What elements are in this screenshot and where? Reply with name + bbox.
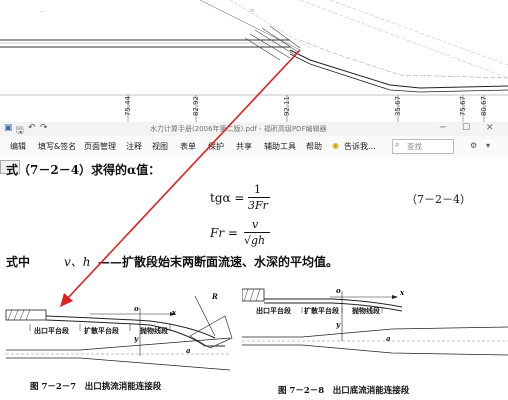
eq2-lhs: Fr = bbox=[210, 226, 238, 240]
svg-text:—: — bbox=[40, 9, 44, 14]
fig1-mark-a: a bbox=[186, 346, 191, 355]
fraction-bar bbox=[244, 232, 270, 233]
menu-view[interactable]: 视图 bbox=[152, 142, 168, 151]
fig1-label-diffusion: 扩散平台段 bbox=[84, 326, 119, 335]
figure-ski-jump bbox=[5, 295, 233, 371]
chevron-down-icon[interactable]: ▾ bbox=[486, 141, 491, 150]
save-icon[interactable]: 🖫 bbox=[16, 126, 24, 136]
fraction-bar bbox=[248, 197, 270, 198]
fig2-mark-y: y bbox=[336, 320, 341, 329]
menu-share[interactable]: 共享 bbox=[236, 142, 252, 151]
undo-icon[interactable]: ↶ bbox=[28, 123, 36, 133]
fig2-mark-x: x bbox=[400, 288, 405, 297]
eq1-den: 3Fr bbox=[248, 199, 268, 212]
eq2-den: √gh bbox=[244, 234, 266, 247]
fig2-mark-o: o bbox=[336, 286, 341, 295]
menu-comment[interactable]: 注释 bbox=[126, 142, 142, 151]
search-icon: ⌕ bbox=[395, 140, 400, 149]
fig1-mark-r: R bbox=[212, 292, 218, 301]
menu-edit[interactable]: 编辑 bbox=[10, 142, 26, 151]
fig1-mark-y: y bbox=[134, 334, 139, 343]
fig2-label-parabola: 抛物线段 bbox=[352, 306, 380, 315]
fig1-label-outlet: 出口平台段 bbox=[34, 326, 69, 335]
maximize-icon[interactable]: ☐ bbox=[462, 123, 471, 133]
fig1-mark-x: x bbox=[172, 308, 177, 317]
fig2-label-outlet: 出口平台段 bbox=[256, 306, 291, 315]
tell-me-search[interactable]: 告诉我... bbox=[344, 142, 376, 151]
figure-hydraulic-jump bbox=[242, 288, 508, 356]
menu-form[interactable]: 表单 bbox=[180, 142, 196, 151]
menu-accessibility[interactable]: 辅助工具 bbox=[264, 142, 296, 151]
menu-page-manage[interactable]: 页面管理 bbox=[84, 142, 116, 151]
fig2-caption: 图 7－2－8 出口底流消能连接段 bbox=[278, 386, 410, 396]
eq1-num: 1 bbox=[254, 183, 261, 196]
profile-drawing: — ▫ bbox=[0, 0, 508, 122]
where-vars: v、h bbox=[64, 255, 91, 269]
where-text: ——扩散段始末两断面流速、水深的平均值。 bbox=[98, 255, 339, 269]
menu-bar: 编辑 填写&签名 页面管理 注释 视图 表单 保护 共享 辅助工具 帮助 ◉ 告… bbox=[0, 136, 508, 157]
minimize-icon[interactable]: ─ bbox=[440, 123, 446, 133]
menu-help[interactable]: 帮助 bbox=[306, 142, 322, 151]
menu-fill-sign[interactable]: 填写&签名 bbox=[38, 142, 77, 151]
fig1-caption: 图 7－2－7 出口挑流消能连接段 bbox=[30, 382, 162, 392]
document-page: 式（7－2－4）求得的α值： tgα = 1 3Fr （7－2－4） Fr = … bbox=[0, 156, 508, 400]
eq2-num: v bbox=[252, 218, 259, 231]
fig1-label-parabola: 抛物线段 bbox=[140, 326, 168, 335]
lightbulb-icon: ◉ bbox=[332, 141, 339, 150]
search-placeholder: 查找 bbox=[407, 142, 422, 151]
svg-text:▫: ▫ bbox=[250, 7, 254, 14]
eq-number: （7－2－4） bbox=[406, 193, 471, 206]
menu-protect[interactable]: 保护 bbox=[208, 142, 224, 151]
window-title: 水力计算手册(2006年第二版).pdf - 福昕高级PDF编辑器 bbox=[150, 125, 327, 133]
intro-text: 式（7－2－4）求得的α值： bbox=[6, 163, 161, 177]
where-prefix: 式中 bbox=[6, 255, 31, 269]
thumbnail-panel-toggle[interactable] bbox=[0, 160, 20, 174]
redo-icon[interactable]: ↷ bbox=[40, 123, 48, 133]
fig2-label-diffusion: 扩散平台段 bbox=[304, 306, 339, 315]
app-logo-icon: ▣ bbox=[4, 123, 13, 133]
close-icon[interactable]: ✕ bbox=[486, 123, 494, 133]
top-drawing: — ▫ 75.44 82.92 92.11 35.67 75.67 80.67 bbox=[0, 0, 508, 122]
fig1-mark-o: o bbox=[134, 304, 139, 313]
eq1-lhs: tgα = bbox=[210, 191, 245, 205]
fig2-mark-a: a bbox=[386, 334, 391, 343]
gear-icon[interactable]: ⚙ bbox=[470, 141, 478, 150]
search-input[interactable]: ⌕ 查找 bbox=[392, 139, 454, 154]
